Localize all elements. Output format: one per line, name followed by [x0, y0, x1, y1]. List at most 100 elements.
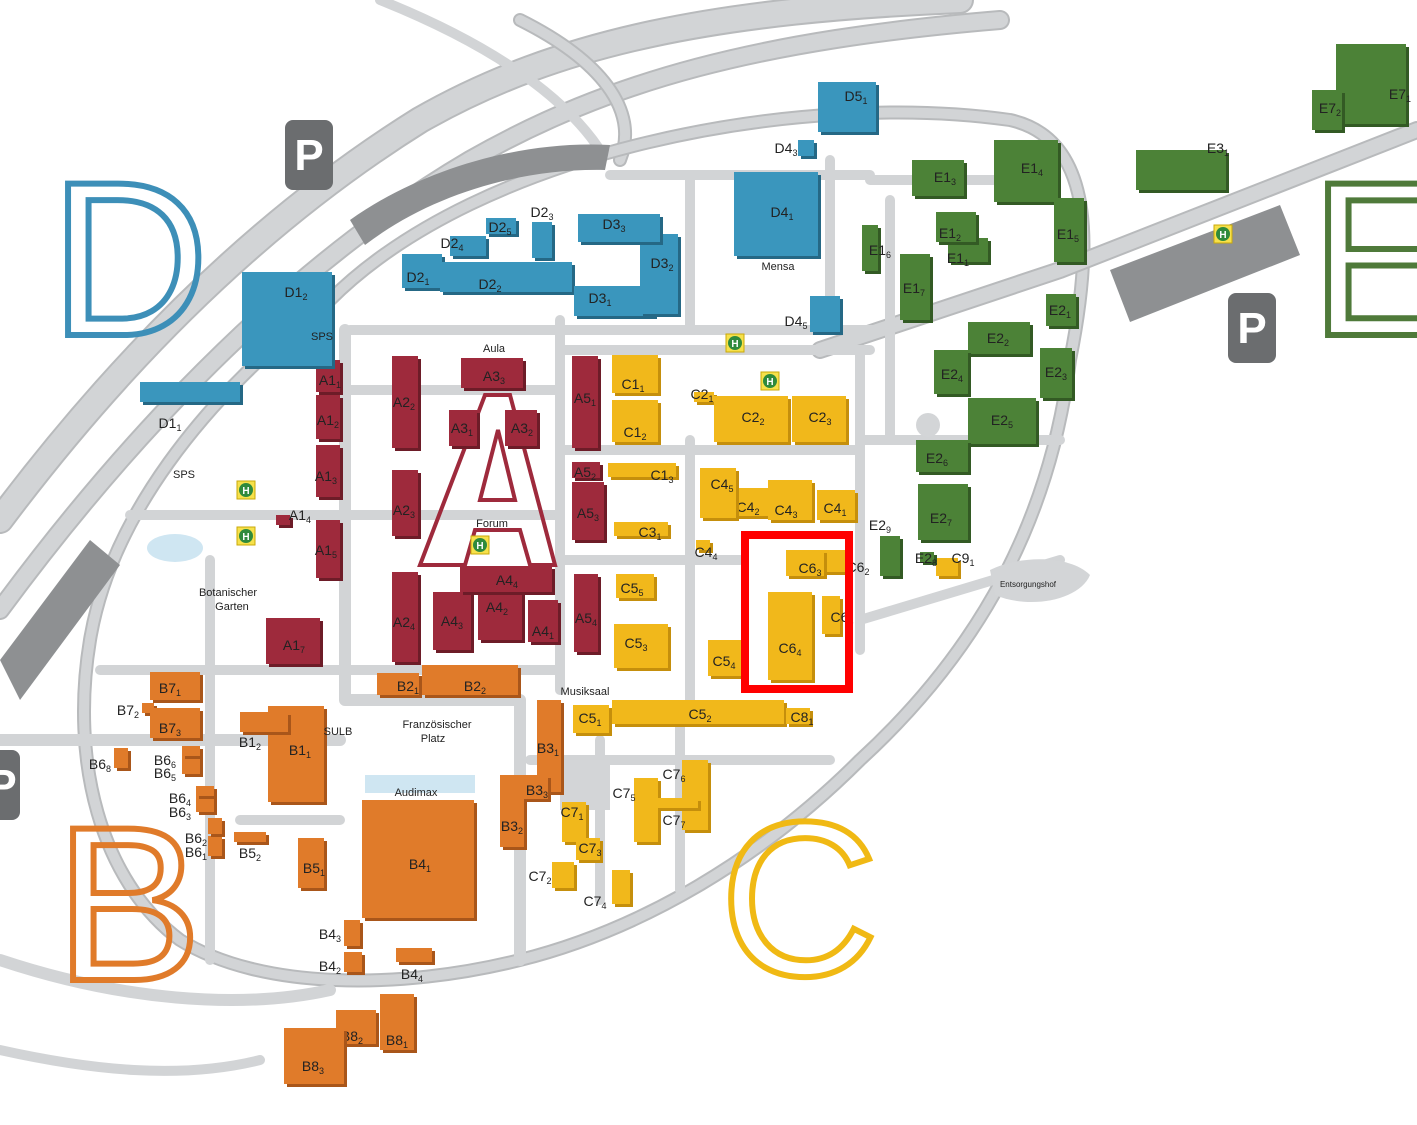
building-a15[interactable]: A15	[315, 520, 343, 581]
building-c74[interactable]: C74	[584, 870, 633, 911]
building-b41[interactable]: B41	[362, 800, 477, 921]
building-a24[interactable]: A24	[392, 572, 421, 665]
building-b44[interactable]: B44	[396, 948, 435, 984]
building-a41[interactable]: A41	[528, 600, 561, 645]
building-a53[interactable]: A53	[572, 482, 607, 543]
building-a12[interactable]: A12	[316, 395, 343, 442]
building-a14[interactable]: A14	[276, 507, 311, 528]
building-a44[interactable]: A44	[460, 566, 555, 595]
building-d24[interactable]: D24	[441, 235, 489, 259]
building-c44[interactable]: C44	[695, 540, 718, 562]
building-b42[interactable]: B42	[319, 952, 365, 976]
building-b33[interactable]: B33	[524, 775, 551, 802]
building-d11[interactable]: D11	[140, 382, 243, 433]
building-d32[interactable]: D32	[640, 234, 681, 317]
building-d25[interactable]: D25	[486, 218, 519, 237]
building-c73[interactable]: C73	[576, 838, 603, 863]
building-a32[interactable]: A32	[505, 410, 540, 449]
building-b22[interactable]: B22	[422, 665, 521, 698]
building-e13[interactable]: E13	[912, 160, 967, 199]
building-b21[interactable]: B21	[377, 673, 422, 698]
building-b31[interactable]: B31	[537, 700, 564, 795]
building-d23[interactable]: D23	[531, 204, 555, 261]
building-c52[interactable]: C52	[612, 700, 787, 727]
building-c91[interactable]: C91	[936, 550, 974, 579]
building-c76[interactable]: C76	[663, 760, 711, 833]
building-e16[interactable]: E16	[862, 225, 891, 274]
building-c41[interactable]: C41	[817, 490, 858, 523]
building-b61[interactable]: B61	[185, 836, 225, 862]
building-a31[interactable]: A31	[449, 410, 480, 449]
building-c81[interactable]: C81	[786, 708, 813, 727]
building-e24[interactable]: E24	[934, 350, 971, 397]
building-b52[interactable]: B52	[234, 832, 269, 863]
building-e28[interactable]: E28	[915, 550, 937, 568]
building-label: E14	[1021, 160, 1043, 178]
building-b64[interactable]: B64	[169, 786, 217, 808]
building-e27[interactable]: E27	[918, 484, 971, 543]
building-b71[interactable]: B71	[150, 672, 203, 703]
building-c13[interactable]: C13	[608, 463, 679, 485]
building-d33[interactable]: D33	[578, 214, 663, 245]
building-c43[interactable]: C43	[768, 480, 815, 523]
building-e17[interactable]: E17	[900, 254, 933, 323]
building-c12[interactable]: C12	[612, 400, 661, 445]
building-c22[interactable]: C22	[714, 396, 791, 445]
building-a23[interactable]: A23	[392, 470, 421, 539]
building-c53[interactable]: C53	[614, 624, 671, 671]
building-a54[interactable]: A54	[574, 574, 601, 655]
building-e23[interactable]: E23	[1040, 348, 1075, 401]
building-e31[interactable]: E31	[1136, 140, 1229, 193]
building-c75[interactable]: C75	[613, 778, 661, 845]
building-a22[interactable]: A22	[392, 356, 421, 451]
building-e72[interactable]: E72	[1312, 90, 1345, 133]
building-e29[interactable]: E29	[869, 517, 903, 579]
building-c23[interactable]: C23	[792, 396, 849, 445]
building-c51[interactable]: C51	[573, 705, 612, 736]
building-c77[interactable]: C77	[658, 798, 701, 830]
building-c21[interactable]: C21	[691, 386, 717, 405]
building-d21[interactable]: D21	[402, 254, 445, 291]
building-c54[interactable]: C54	[708, 640, 747, 679]
building-e14[interactable]: E14	[994, 140, 1061, 205]
building-c72[interactable]: C72	[529, 862, 577, 891]
building-d43[interactable]: D43	[775, 140, 817, 159]
building-b81[interactable]: B81	[380, 994, 417, 1053]
building-e12[interactable]: E12	[936, 212, 979, 245]
building-d45[interactable]: D45	[785, 296, 843, 335]
building-footprint	[316, 395, 340, 439]
building-b43[interactable]: B43	[319, 920, 363, 949]
building-b83[interactable]: B83	[284, 1028, 347, 1087]
building-e71[interactable]: E71	[1336, 44, 1411, 127]
building-c63[interactable]: C63	[786, 550, 827, 579]
building-c31[interactable]: C31	[614, 522, 671, 542]
building-d41[interactable]: D41	[734, 172, 821, 259]
building-a17[interactable]: A17	[266, 618, 323, 667]
building-c45[interactable]: C45	[700, 468, 739, 521]
building-b12[interactable]: B12	[239, 712, 291, 752]
building-c55[interactable]: C55	[616, 574, 657, 601]
building-e22[interactable]: E22	[968, 322, 1033, 357]
building-a33[interactable]: A33	[461, 358, 526, 391]
building-a13[interactable]: A13	[315, 445, 343, 500]
building-e26[interactable]: E26	[916, 440, 971, 475]
building-b73[interactable]: B73	[150, 708, 203, 741]
building-label: A24	[393, 614, 415, 632]
building-e15[interactable]: E15	[1054, 198, 1087, 265]
building-b66[interactable]: B66	[154, 746, 203, 770]
building-b32[interactable]: B32	[500, 775, 527, 850]
building-b68[interactable]: B68	[89, 748, 131, 774]
building-e25[interactable]: E25	[968, 398, 1039, 447]
building-d51[interactable]: D51	[818, 82, 879, 135]
building-c11[interactable]: C11	[612, 355, 661, 396]
building-b62[interactable]: B62	[185, 818, 225, 848]
building-a43[interactable]: A43	[433, 592, 474, 653]
building-b51[interactable]: B51	[298, 838, 327, 891]
building-e21[interactable]: E21	[1046, 294, 1079, 329]
building-d22[interactable]: D22	[440, 262, 575, 295]
label-audimax: Audimax	[395, 787, 438, 799]
building-c64[interactable]: C64	[768, 592, 815, 683]
building-d12[interactable]: D12	[242, 272, 335, 369]
building-a52[interactable]: A52	[572, 462, 603, 482]
building-a51[interactable]: A51	[572, 356, 601, 451]
